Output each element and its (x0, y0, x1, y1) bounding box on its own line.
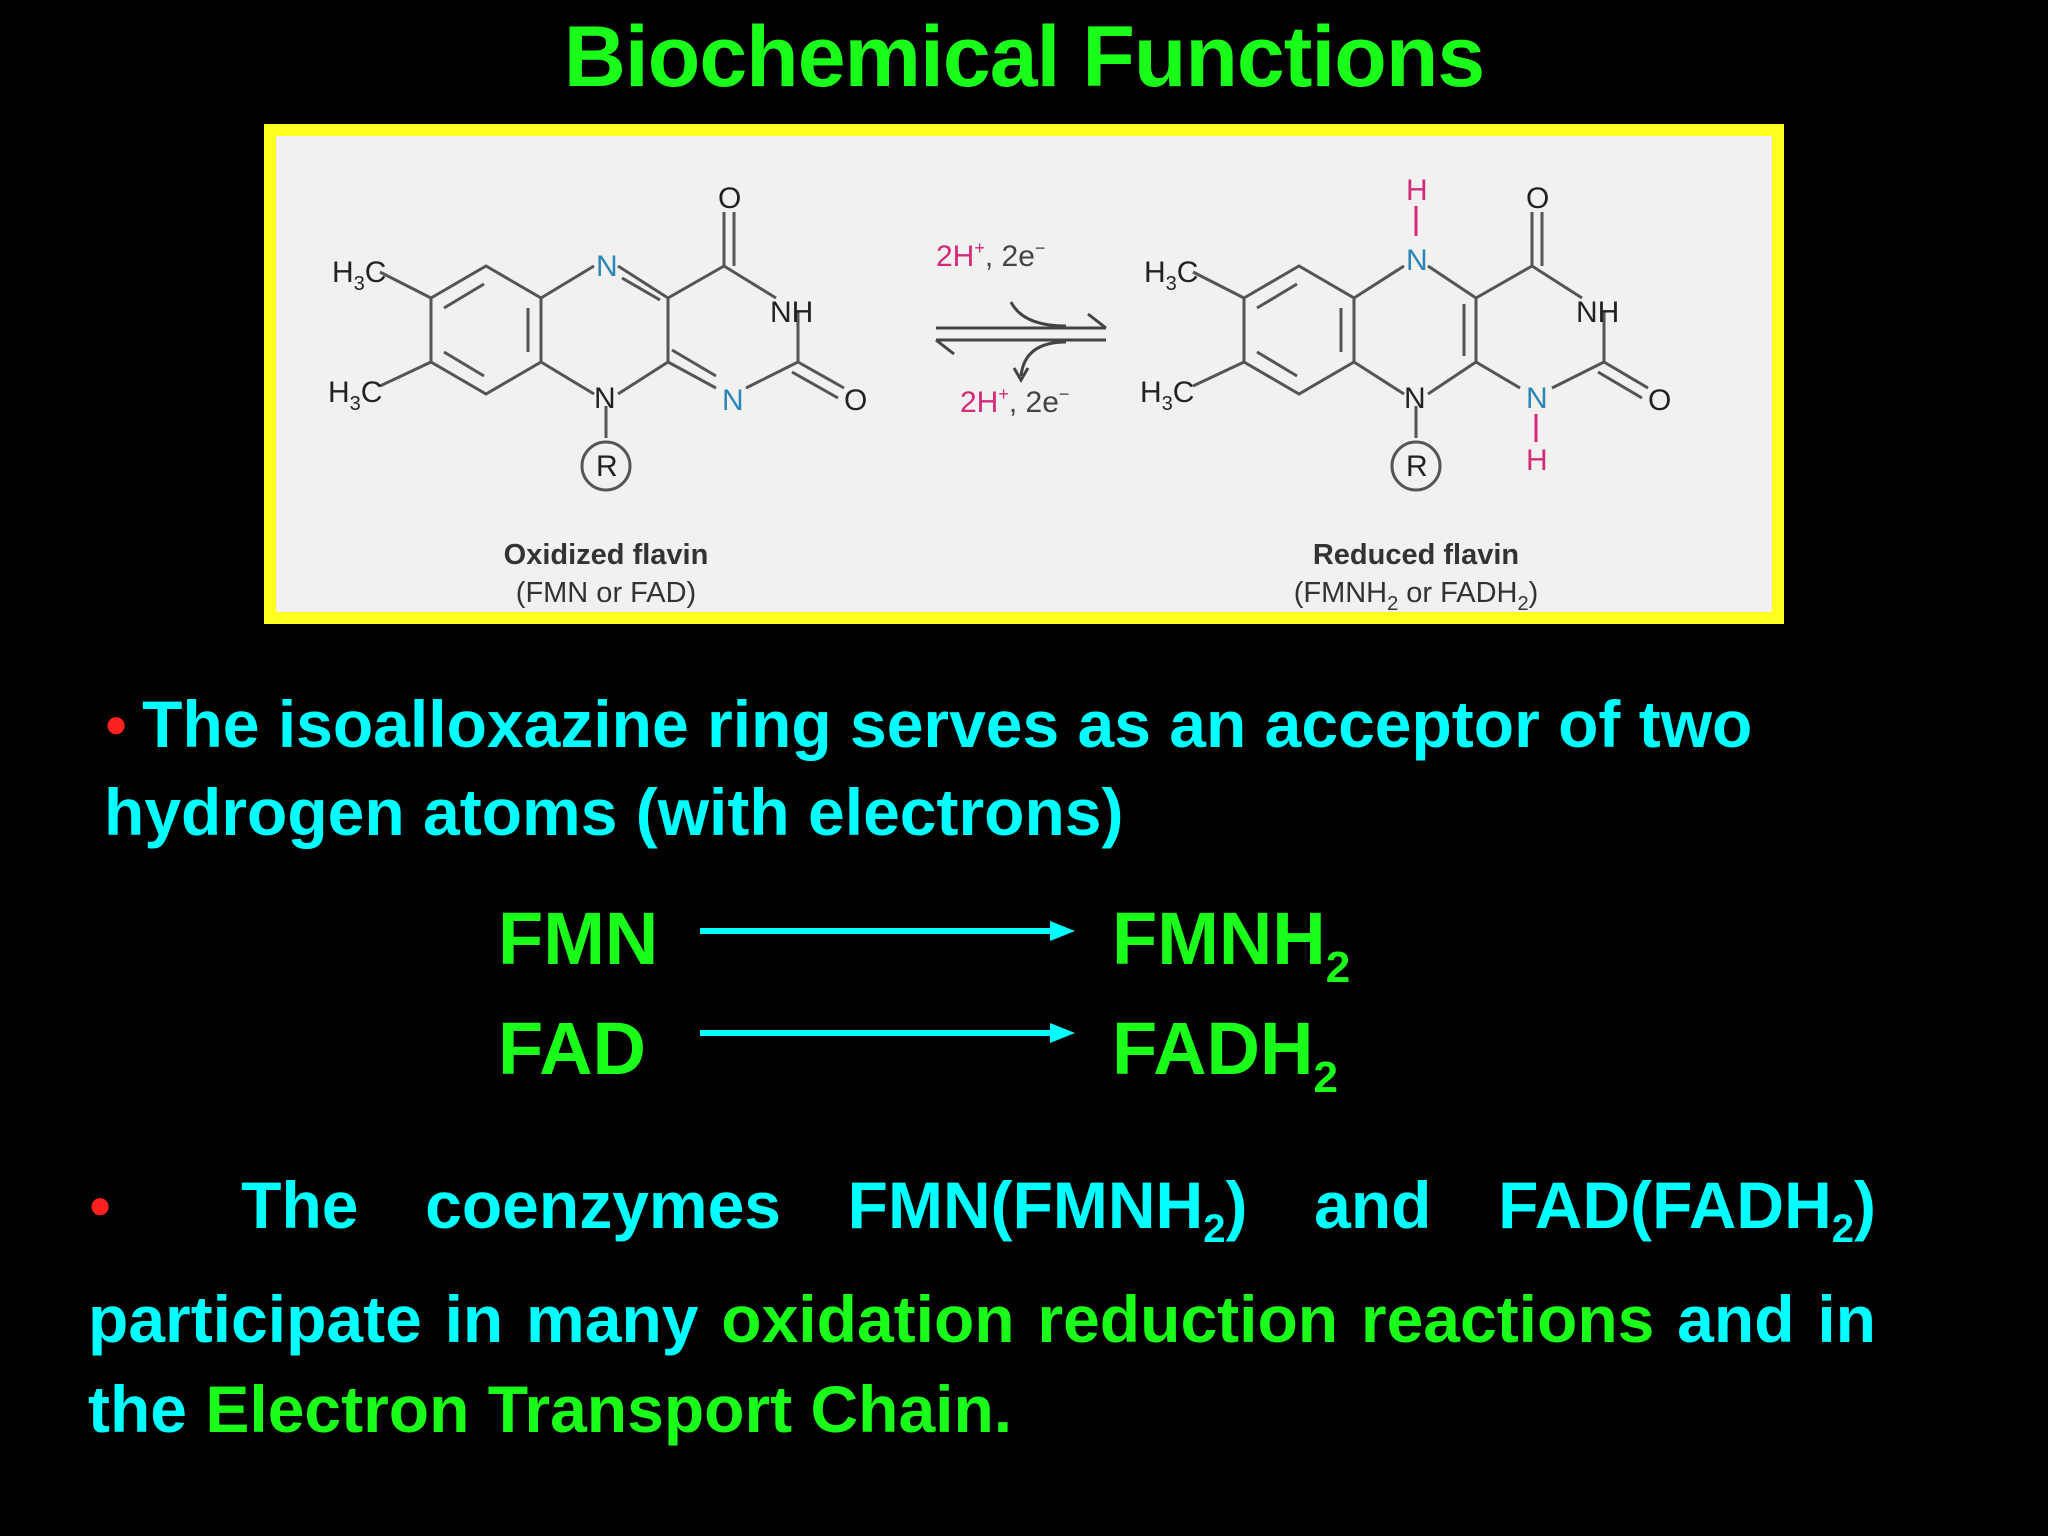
eq-fad-left: FAD (498, 1007, 646, 1090)
atom-left-o-top: O (718, 182, 741, 215)
atom-left-n1: N (722, 384, 744, 417)
eq-arrow-2 (700, 1023, 1075, 1043)
atom-left-o-right: O (844, 384, 867, 417)
bullet-dot: ● (104, 702, 129, 746)
atom-right-methyl-bottom: H3C (1140, 376, 1194, 415)
eq-arrow-1 (700, 921, 1075, 941)
reaction-label-bottom: 2H+, 2e− (960, 384, 1069, 419)
atom-right-o-right: O (1648, 384, 1671, 417)
atom-right-h-bottom: H (1526, 444, 1548, 477)
atom-left-methyl-top: H3C (332, 256, 386, 295)
eq-fadh2-right: FADH2 (1112, 1007, 1338, 1102)
atom-left-r: R (596, 450, 618, 483)
reaction-label-top: 2H+, 2e− (936, 238, 1045, 273)
caption-oxidized-title: Oxidized flavin (504, 539, 709, 571)
atom-right-methyl-top: H3C (1144, 256, 1198, 295)
bullet-isoalloxazine: ●The isoalloxazine ring serves as an acc… (104, 680, 1964, 856)
highlight-redox: oxidation reduction reactions (721, 1282, 1655, 1356)
atom-left-n10: N (594, 382, 616, 415)
atom-left-methyl-bottom: H3C (328, 376, 382, 415)
atom-right-r: R (1406, 450, 1428, 483)
caption-reduced-sub: (FMNH2 or FADH2) (1294, 577, 1539, 612)
flavin-reaction-figure: H3C H3C N N N NH O O R 2H+, 2e− 2H+, 2e−… (264, 124, 1784, 624)
atom-right-h-top: H (1406, 174, 1428, 207)
caption-oxidized-sub: (FMN or FAD) (516, 577, 696, 609)
bullet-isoalloxazine-text: The isoalloxazine ring serves as an acce… (104, 687, 1753, 849)
atom-right-n10: N (1404, 382, 1426, 415)
highlight-etc: Electron Transport Chain. (205, 1372, 1013, 1446)
flavin-structure-diagram: H3C H3C N N N NH O O R 2H+, 2e− 2H+, 2e−… (328, 174, 1671, 612)
eq-fmn-left: FMN (498, 897, 659, 980)
bullet-dot-2: ● (88, 1183, 161, 1227)
caption-reduced-title: Reduced flavin (1313, 539, 1519, 571)
atom-right-o-top: O (1526, 182, 1549, 215)
atom-left-n5: N (596, 250, 618, 283)
atom-right-n5: N (1406, 244, 1428, 277)
eq-fmnh2-right: FMNH2 (1112, 897, 1351, 992)
bullet-coenzymes: ● The coenzymes FMN(FMNH2) and FAD(FADH2… (88, 1168, 1876, 1446)
slide-title: Biochemical Functions (563, 9, 1485, 105)
atom-right-n1: N (1526, 382, 1548, 415)
atom-left-nh: NH (770, 296, 813, 329)
atom-right-nh: NH (1576, 296, 1619, 329)
